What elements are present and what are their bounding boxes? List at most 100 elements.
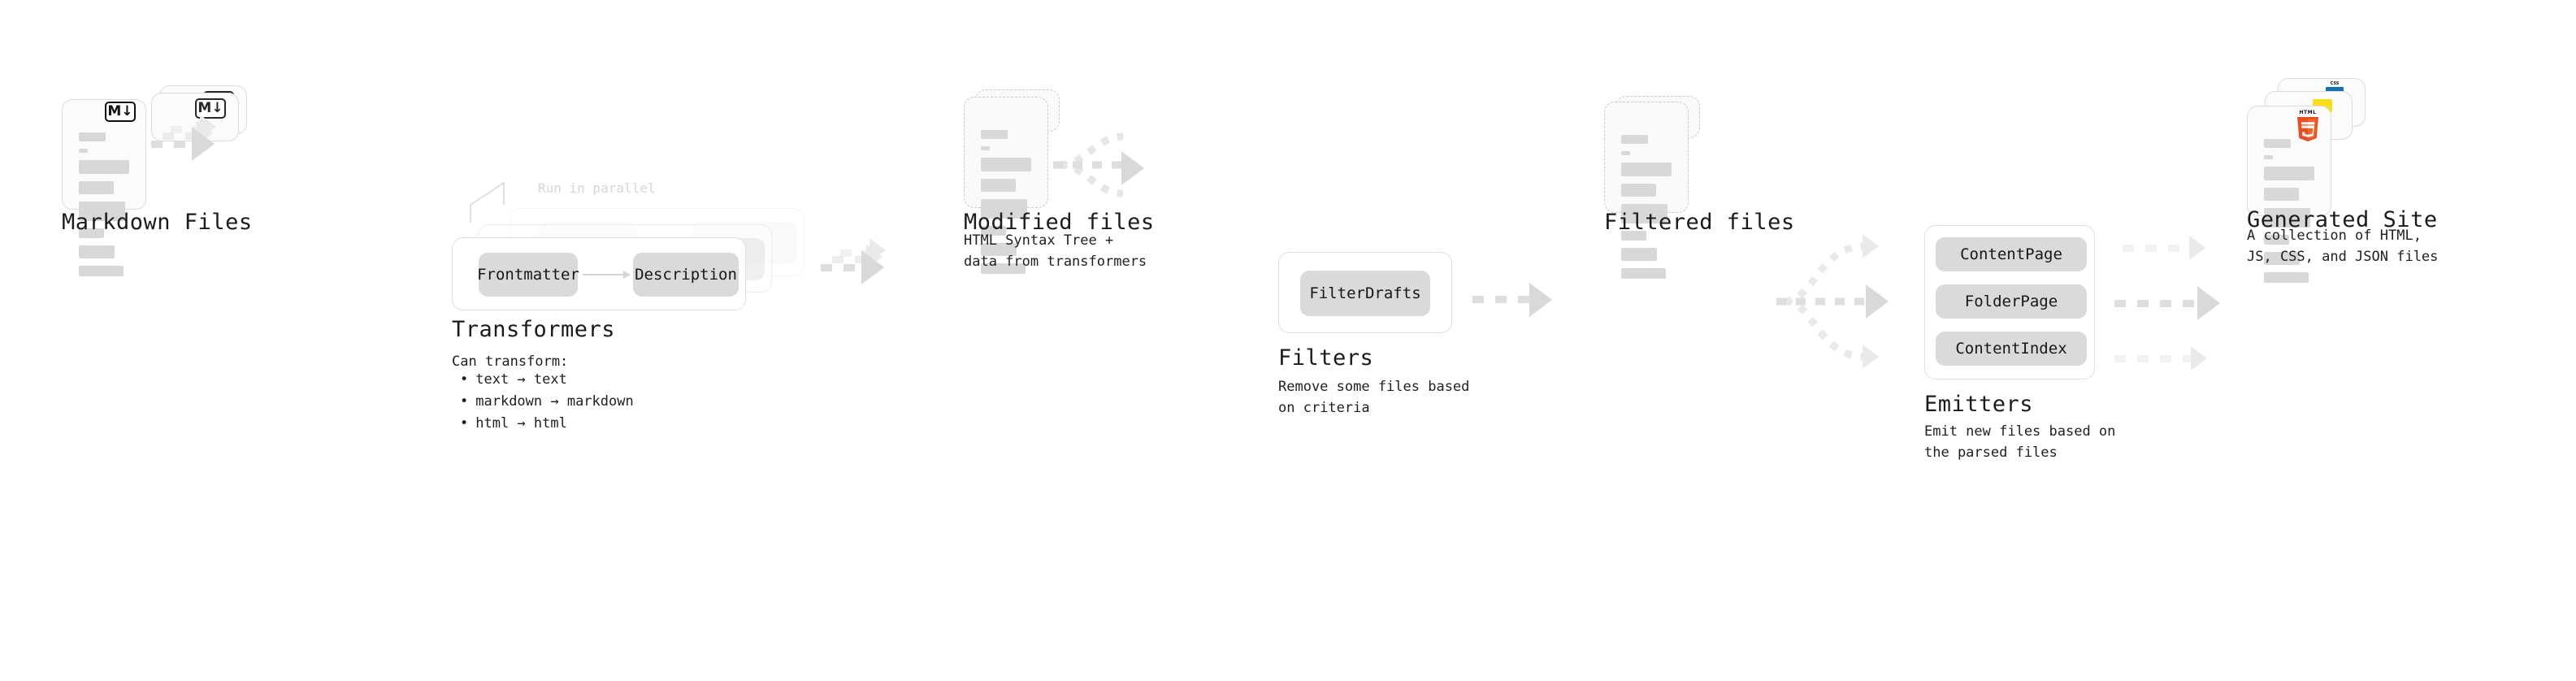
fan-out-head-top	[1863, 234, 1879, 258]
content-bar	[79, 181, 115, 194]
site-card-content	[2264, 139, 2314, 290]
css3-badge-label: CSS	[2330, 81, 2340, 86]
arrow-dash-layer-2	[832, 256, 874, 263]
arrow-dash-layer-3	[840, 249, 878, 257]
stage-title-filtered-files: Filtered files	[1604, 210, 1795, 235]
arrow-head-middle	[2197, 286, 2220, 320]
content-bar	[1621, 151, 1631, 155]
content-bar	[1621, 163, 1672, 176]
fan-in-paths	[1053, 132, 1124, 197]
content-bar	[981, 158, 1031, 171]
arrow-dash-middle	[2114, 300, 2204, 307]
content-bar	[79, 245, 115, 258]
bullet-item: text → text	[460, 369, 634, 391]
content-bar	[981, 226, 1006, 236]
run-in-parallel-label: Run in parallel	[538, 180, 656, 196]
html5-badge-wordmark: HTML	[2299, 110, 2317, 115]
content-bar	[981, 146, 991, 150]
generated-site-subtitle: A collection of HTML, JS, CSS, and JSON …	[2247, 228, 2439, 266]
filtered-card-front	[1604, 102, 1689, 279]
arrow-dash-bottom	[2114, 355, 2196, 362]
site-card-front	[2247, 106, 2331, 283]
connector-markdown-to-transformers	[151, 115, 224, 169]
content-bar	[1621, 268, 1666, 279]
content-bar	[2264, 167, 2314, 180]
transformer-chip-frontmatter[interactable]: Frontmatter	[477, 253, 579, 297]
modified-card-content	[981, 130, 1031, 281]
filters-subtitle: Remove some files based on criteria	[1278, 379, 1470, 417]
content-bar	[2264, 139, 2291, 148]
bullet-item: html → html	[460, 413, 634, 435]
content-bar	[1621, 231, 1646, 241]
filters-frame: FilterDrafts	[1278, 252, 1452, 333]
stage-title-generated-site: Generated Site	[2247, 207, 2438, 232]
content-bar	[981, 243, 1017, 256]
emitters-frame: ContentPage FolderPage ContentIndex	[1924, 225, 2095, 380]
content-bar	[1621, 135, 1648, 144]
filtered-card-content	[1621, 135, 1672, 286]
html5-badge: HTML	[2295, 110, 2321, 141]
fan-out-paths	[1776, 242, 1867, 361]
content-bar	[981, 130, 1008, 139]
arrow-dash	[1472, 296, 1536, 303]
arrow-dash-layer-1	[151, 141, 198, 148]
content-bar	[2264, 235, 2289, 245]
connector-filtered-to-emitters	[1776, 223, 1923, 378]
emitter-chip-contentpage[interactable]: ContentPage	[1936, 237, 2087, 271]
content-bar	[981, 199, 1028, 219]
arrow-head-bottom	[2191, 346, 2207, 371]
arrow-head-main	[1121, 151, 1144, 185]
content-bar	[79, 202, 126, 221]
stage-title-modified-files: Modified files	[964, 210, 1155, 235]
content-bar	[79, 266, 124, 276]
transformer-chip-description[interactable]: Description	[633, 253, 739, 297]
stage-title-emitters: Emitters	[1924, 392, 2034, 417]
css3-badge: CSS	[2326, 81, 2344, 93]
arrow-head-layer-1	[192, 127, 215, 161]
content-bar	[2264, 188, 2300, 201]
arrow-dash-top	[2123, 245, 2194, 252]
stage-title-transformers: Transformers	[452, 317, 616, 342]
arrow-dash-layer-3	[171, 126, 208, 133]
content-bar	[79, 149, 89, 153]
connector-filters-to-filtered	[1472, 283, 1570, 326]
transformers-bullets: text → text markdown → markdown html → h…	[460, 369, 634, 436]
emitter-chip-folderpage[interactable]: FolderPage	[1936, 284, 2087, 319]
stage-title-markdown-files: Markdown Files	[62, 210, 253, 235]
content-bar	[79, 228, 104, 238]
fan-out-head-middle	[1866, 284, 1889, 319]
arrow-dash-layer-2	[163, 132, 205, 140]
modified-files-subtitle: HTML Syntax Tree + data from transformer…	[964, 232, 1147, 271]
arrow-head-top	[2189, 236, 2205, 260]
content-bar	[981, 263, 1026, 274]
markdown-card-content	[79, 132, 129, 284]
content-bar	[2264, 155, 2274, 159]
markdown-badge-front: M↓	[105, 102, 136, 122]
stage-title-filters: Filters	[1278, 345, 1374, 371]
run-in-parallel-leader	[470, 181, 505, 223]
bullet-item: markdown → markdown	[460, 391, 633, 413]
connector-transformers-to-modified	[821, 120, 910, 364]
content-bar	[2264, 208, 2311, 228]
content-bar	[2264, 252, 2301, 265]
emitters-subtitle: Emit new files based on the parsed files	[1924, 423, 2116, 462]
transformers-frame-front: Frontmatter Description	[452, 237, 746, 310]
modified-card-front	[964, 97, 1048, 274]
content-bar	[79, 132, 106, 141]
content-bar	[1621, 184, 1657, 197]
arrow-dash-layer-1	[821, 264, 868, 271]
arrow-head-layer-1	[861, 250, 884, 284]
transformers-subtitle: Can transform:	[452, 354, 569, 370]
filter-chip-filterdrafts[interactable]: FilterDrafts	[1300, 271, 1430, 316]
emitter-chip-contentindex[interactable]: ContentIndex	[1936, 332, 2087, 366]
connector-emitters-to-site	[2114, 225, 2261, 380]
connector-modified-to-filters	[1053, 120, 1151, 218]
content-bar	[1621, 204, 1668, 223]
content-bar	[2264, 272, 2309, 283]
arrow-head	[1529, 283, 1552, 317]
transformer-mini-arrow	[583, 271, 631, 279]
content-bar	[1621, 248, 1658, 261]
content-bar	[981, 179, 1017, 192]
fan-out-head-bottom	[1863, 345, 1879, 369]
